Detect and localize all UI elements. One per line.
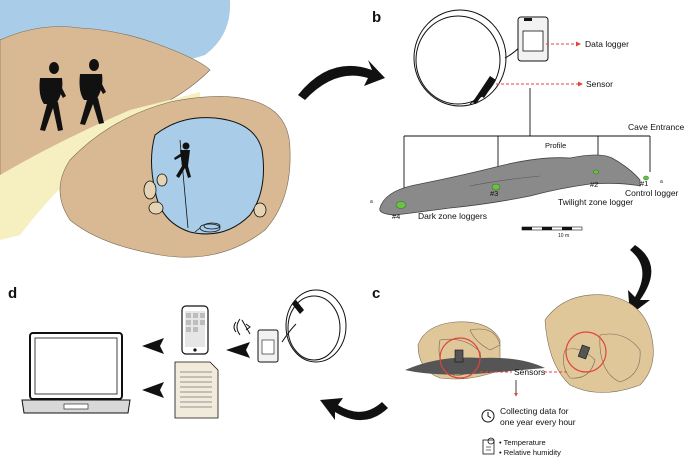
clock-icon [481, 409, 495, 423]
scale-bar [521, 226, 583, 231]
wireless-icon [233, 318, 251, 336]
logger-device-d [257, 329, 279, 363]
climber-icon [174, 139, 191, 229]
collecting-line-2: one year every hour [500, 417, 576, 427]
logger-device [517, 16, 549, 62]
logger-markers [395, 169, 649, 209]
flow-arrow-a-b [298, 60, 385, 100]
section-a-right: a [660, 179, 663, 185]
boulder-right [544, 294, 654, 393]
cave-pool [151, 117, 264, 235]
sensor-probe [472, 76, 496, 105]
scale-label: 10 m [558, 233, 569, 239]
cave-entrance-label: Cave Entrance [628, 122, 684, 132]
logger-2-label: #2 [590, 180, 598, 189]
panel-a: a [0, 0, 291, 258]
control-logger-label: Control logger [625, 188, 679, 198]
flow-arrow-b-c [628, 245, 652, 315]
sensor-cable [413, 9, 529, 107]
sensor-label: Sensor [586, 79, 613, 89]
panel-d: d [8, 285, 347, 419]
measure-temperature: • Temperature [499, 438, 546, 447]
sensor-highlight-left [439, 337, 481, 379]
laptop-icon [21, 332, 131, 414]
arrow-to-laptop-top [142, 338, 164, 354]
sensors-label: Sensors [514, 367, 545, 377]
cave-boulders [143, 173, 267, 218]
panel-b: b Data logger Sensor [370, 9, 684, 239]
data-document-icon [174, 361, 219, 419]
cave-profile [379, 154, 641, 216]
sensor-device-left [454, 349, 464, 363]
profile-label: Profile [545, 141, 566, 150]
arrow-to-laptop-bottom [142, 382, 164, 398]
arrow-logger-to-phone [226, 342, 250, 358]
dark-zone-label: Dark zone loggers [418, 211, 487, 221]
collecting-line-1: Collecting data for [500, 406, 569, 416]
logger-1-label: #1 [640, 179, 648, 188]
hikers-icon [39, 59, 106, 131]
logger-3-label: #3 [490, 189, 498, 198]
twilight-zone-label: Twilight zone logger [558, 197, 633, 207]
panel-label-d: d [8, 285, 17, 302]
panel-label-b: b [372, 9, 381, 26]
panel-label-c: c [372, 285, 380, 302]
thermometer-doc-icon [482, 437, 495, 455]
flow-arrow-c-d [320, 398, 388, 421]
coiled-sensor-cable [194, 222, 221, 233]
logger-4-label: #4 [392, 212, 400, 221]
section-a-left: a [370, 199, 373, 205]
cave-texture [469, 175, 541, 187]
sensor-highlight-right [565, 331, 607, 373]
data-logger-label: Data logger [585, 39, 629, 49]
sensor-device-right [577, 344, 591, 360]
sensor-probe-d [292, 300, 304, 314]
panel-c: c Sensors Collecting data for one year e… [372, 285, 654, 457]
smartphone-icon [181, 305, 209, 355]
measure-humidity: • Relative humidity [499, 448, 561, 457]
sensor-cable-d [281, 289, 347, 363]
